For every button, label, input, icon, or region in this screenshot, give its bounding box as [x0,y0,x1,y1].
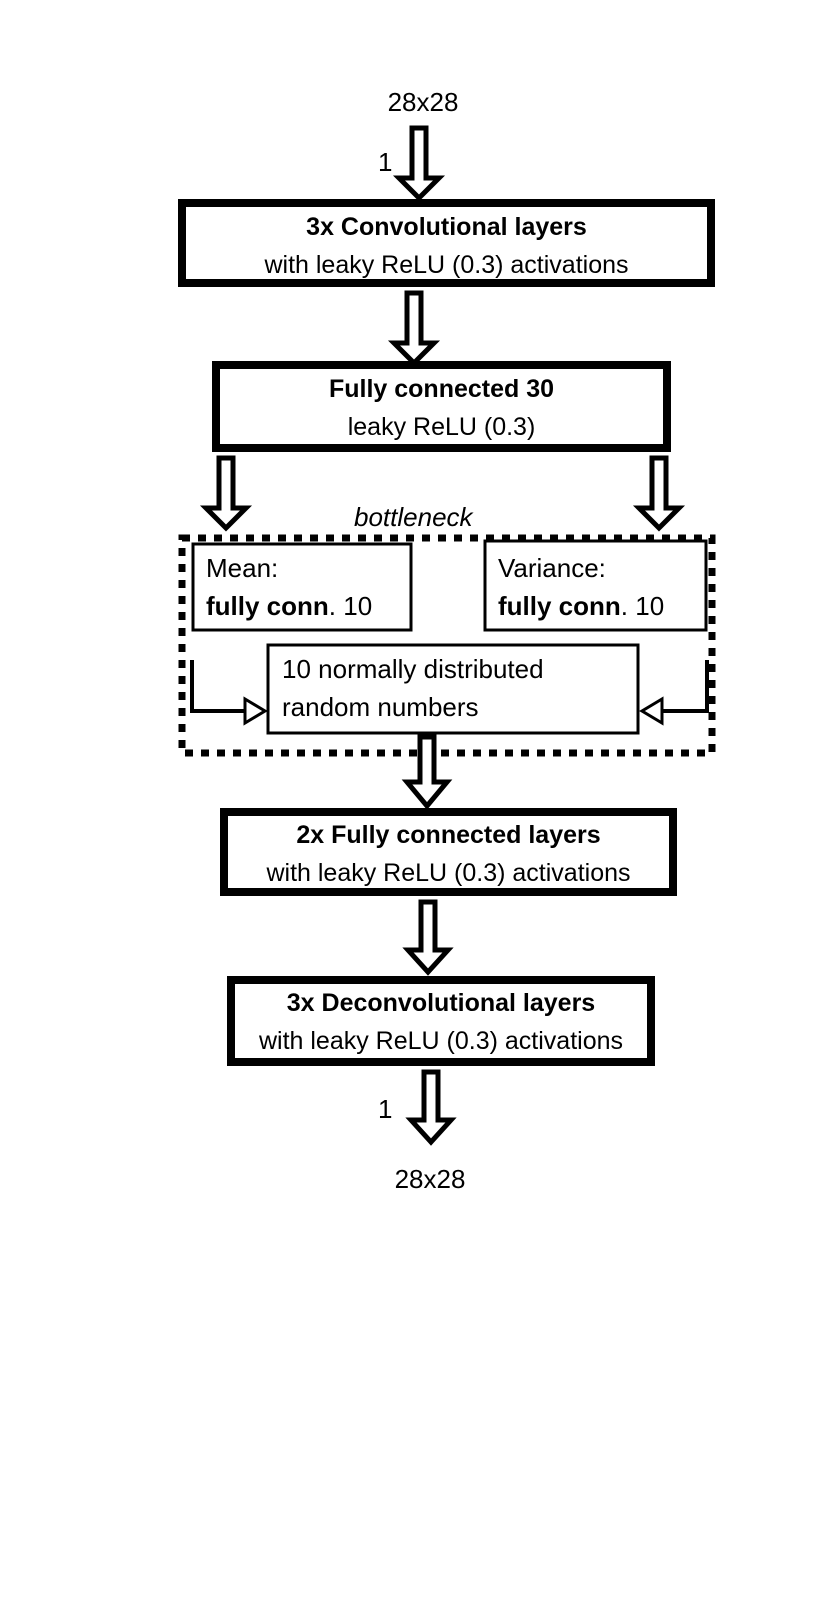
connector-variance-to-random [662,660,709,713]
random-line1: 10 normally distributed [282,654,544,684]
arrow-conv-to-fc [387,290,441,367]
variance-text: Variance: fully conn. 10 [498,549,664,625]
output-size-label: 28x28 [394,1164,466,1194]
variance-line1: Variance: [498,553,606,583]
decoder-deconv-box [227,976,655,1066]
random-line2: random numbers [282,692,479,722]
encoder-conv-subtitle: with leaky ReLU (0.3) activations [264,251,629,279]
bottleneck-border [178,534,716,757]
decoder-fc-subtitle: with leaky ReLU (0.3) activations [266,859,631,887]
mean-line1: Mean: [206,553,279,583]
arrow-fc-to-mean [199,455,253,532]
arrow-output-down [405,1069,457,1146]
mean-text: Mean: fully conn. 10 [206,549,372,625]
decoder-fc-text: 2x Fully connected layers with leaky ReL… [228,816,669,892]
encoder-fc-subtitle: leaky ReLU (0.3) [347,413,536,441]
encoder-fc-text: Fully connected 30 leaky ReLU (0.3) [220,370,663,446]
encoder-fc-box [212,361,671,452]
random-numbers-text: 10 normally distributed random numbers [282,650,544,726]
encoder-fc-title: Fully connected 30 [328,375,555,403]
variance-bold: fully conn [498,591,621,621]
connector-mean-to-random [190,660,245,713]
random-numbers-box [266,643,640,735]
decoder-deconv-title: 3x Deconvolutional layers [286,989,596,1017]
mean-rest: . 10 [328,591,373,621]
variance-rest: . 10 [620,591,665,621]
mean-box [191,542,413,632]
decoder-fc-title: 2x Fully connected layers [296,821,601,849]
decoder-deconv-text: 3x Deconvolutional layers with leaky ReL… [235,984,647,1060]
connector-mean-arrowhead [243,696,268,726]
decoder-fc-box [220,808,677,896]
mean-bold: fully conn [206,591,329,621]
bottleneck-label: bottleneck [354,502,473,532]
variance-box [483,539,708,632]
variance-line2: fully conn. 10 [498,587,664,625]
input-size-label: 28x28 [387,87,459,117]
arrow-random-to-decoder-fc [401,734,453,810]
arrow-input-down [392,125,446,202]
connector-variance-arrowhead [639,696,664,726]
output-channels-label: 1 [378,1094,393,1124]
input-channels-label: 1 [378,147,393,177]
encoder-conv-text: 3x Convolutional layers with leaky ReLU … [186,208,707,284]
encoder-conv-title: 3x Convolutional layers [306,213,587,241]
decoder-deconv-subtitle: with leaky ReLU (0.3) activations [258,1027,624,1055]
mean-line2: fully conn. 10 [206,587,372,625]
encoder-conv-box [178,199,715,287]
arrow-decoder-fc-to-deconv [402,899,454,976]
arrow-fc-to-variance [632,455,686,532]
